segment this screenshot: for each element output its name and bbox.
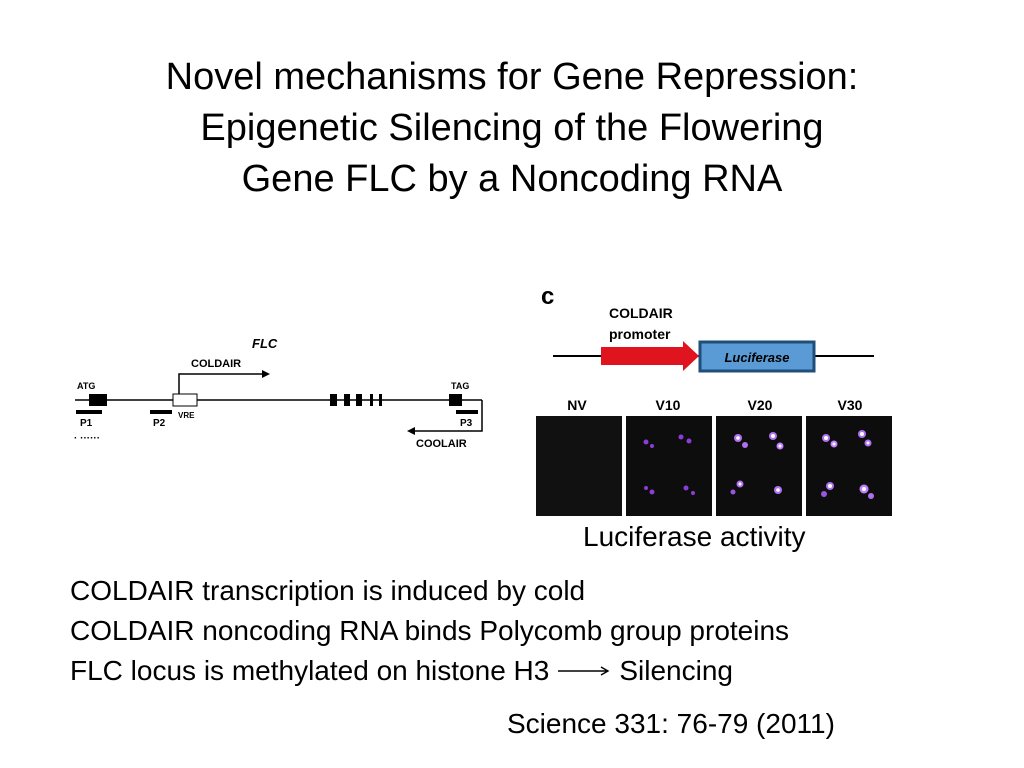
panel-image-nv (536, 416, 622, 516)
probe-p1-bar (76, 410, 102, 414)
exon (344, 394, 350, 406)
tag-label: TAG (451, 381, 469, 391)
citation: Science 331: 76-79 (2011) (507, 708, 835, 739)
reporter-construct: c COLDAIR promoter Luciferase (541, 283, 874, 373)
flc-gene-label: FLC (252, 336, 278, 351)
atg-label: ATG (77, 381, 95, 391)
coolair-arrowhead (407, 427, 415, 435)
tag-exon (449, 394, 462, 406)
coolair-label: COOLAIR (416, 438, 467, 450)
promoter-arrow (601, 341, 699, 371)
coolair-transcript-arrow (415, 400, 483, 432)
luciferase-box (698, 340, 816, 373)
flc-gene-diagram: FLC COLDAIR ATG VRE TAG COOLAIR P1 P2 P3… (74, 336, 483, 450)
v10-signal (643, 434, 695, 495)
finding-line-3-result: Silencing (619, 655, 733, 686)
exon (379, 394, 382, 406)
probe-p1-label: P1 (80, 418, 93, 429)
v30-signal (821, 430, 874, 499)
vre-label: VRE (178, 411, 195, 420)
panel-label-nv: NV (567, 397, 587, 413)
dotted-marker: · ······ (74, 433, 100, 444)
probe-p2-bar (150, 410, 172, 414)
coldair-label: COLDAIR (191, 358, 241, 370)
luciferase-label: Luciferase (724, 350, 789, 365)
luciferase-image-panels (536, 416, 892, 516)
panel-label-v30: V30 (838, 397, 863, 413)
panel-letter: c (541, 283, 554, 310)
exon (370, 394, 373, 406)
panel-label-v10: V10 (656, 397, 681, 413)
v20-signal (730, 432, 784, 495)
luciferase-caption: Luciferase activity (583, 521, 806, 552)
promoter-label-line-2: promoter (609, 326, 671, 342)
exon (330, 394, 337, 406)
title-line-3: Gene FLC by a Noncoding RNA (241, 158, 783, 200)
panel-image-v30 (806, 416, 892, 516)
title-line-2: Epigenetic Silencing of the Flowering (200, 107, 824, 149)
finding-line-3-text: FLC locus is methylated on histone H3 (70, 655, 550, 686)
vre-box (172, 393, 198, 407)
panel-label-v20: V20 (748, 397, 773, 413)
exon (356, 394, 362, 406)
probe-p2-label: P2 (153, 418, 166, 429)
coldair-arrowhead (262, 370, 270, 378)
luciferase-panel-labels: NV V10 V20 V30 (567, 397, 862, 413)
panel-image-v10 (626, 416, 712, 516)
finding-line-1: COLDAIR transcription is induced by cold (70, 575, 586, 606)
finding-line-2: COLDAIR noncoding RNA binds Polycomb gro… (70, 615, 790, 646)
finding-line-3: FLC locus is methylated on histone H3 Sil… (70, 651, 789, 691)
probe-p3-bar (456, 410, 478, 414)
title-line-1: Novel mechanisms for Gene Repression: (165, 56, 859, 98)
promoter-label-line-1: COLDAIR (609, 305, 673, 321)
slide-title: Novel mechanisms for Gene Repression: Ep… (0, 52, 1024, 205)
findings-list: COLDAIR transcription is induced by cold… (70, 571, 789, 691)
atg-exon (89, 394, 107, 406)
right-arrow-icon (558, 666, 610, 676)
panel-image-v20 (716, 416, 802, 516)
coldair-transcript-arrow (178, 373, 262, 399)
probe-p3-label: P3 (460, 418, 473, 429)
